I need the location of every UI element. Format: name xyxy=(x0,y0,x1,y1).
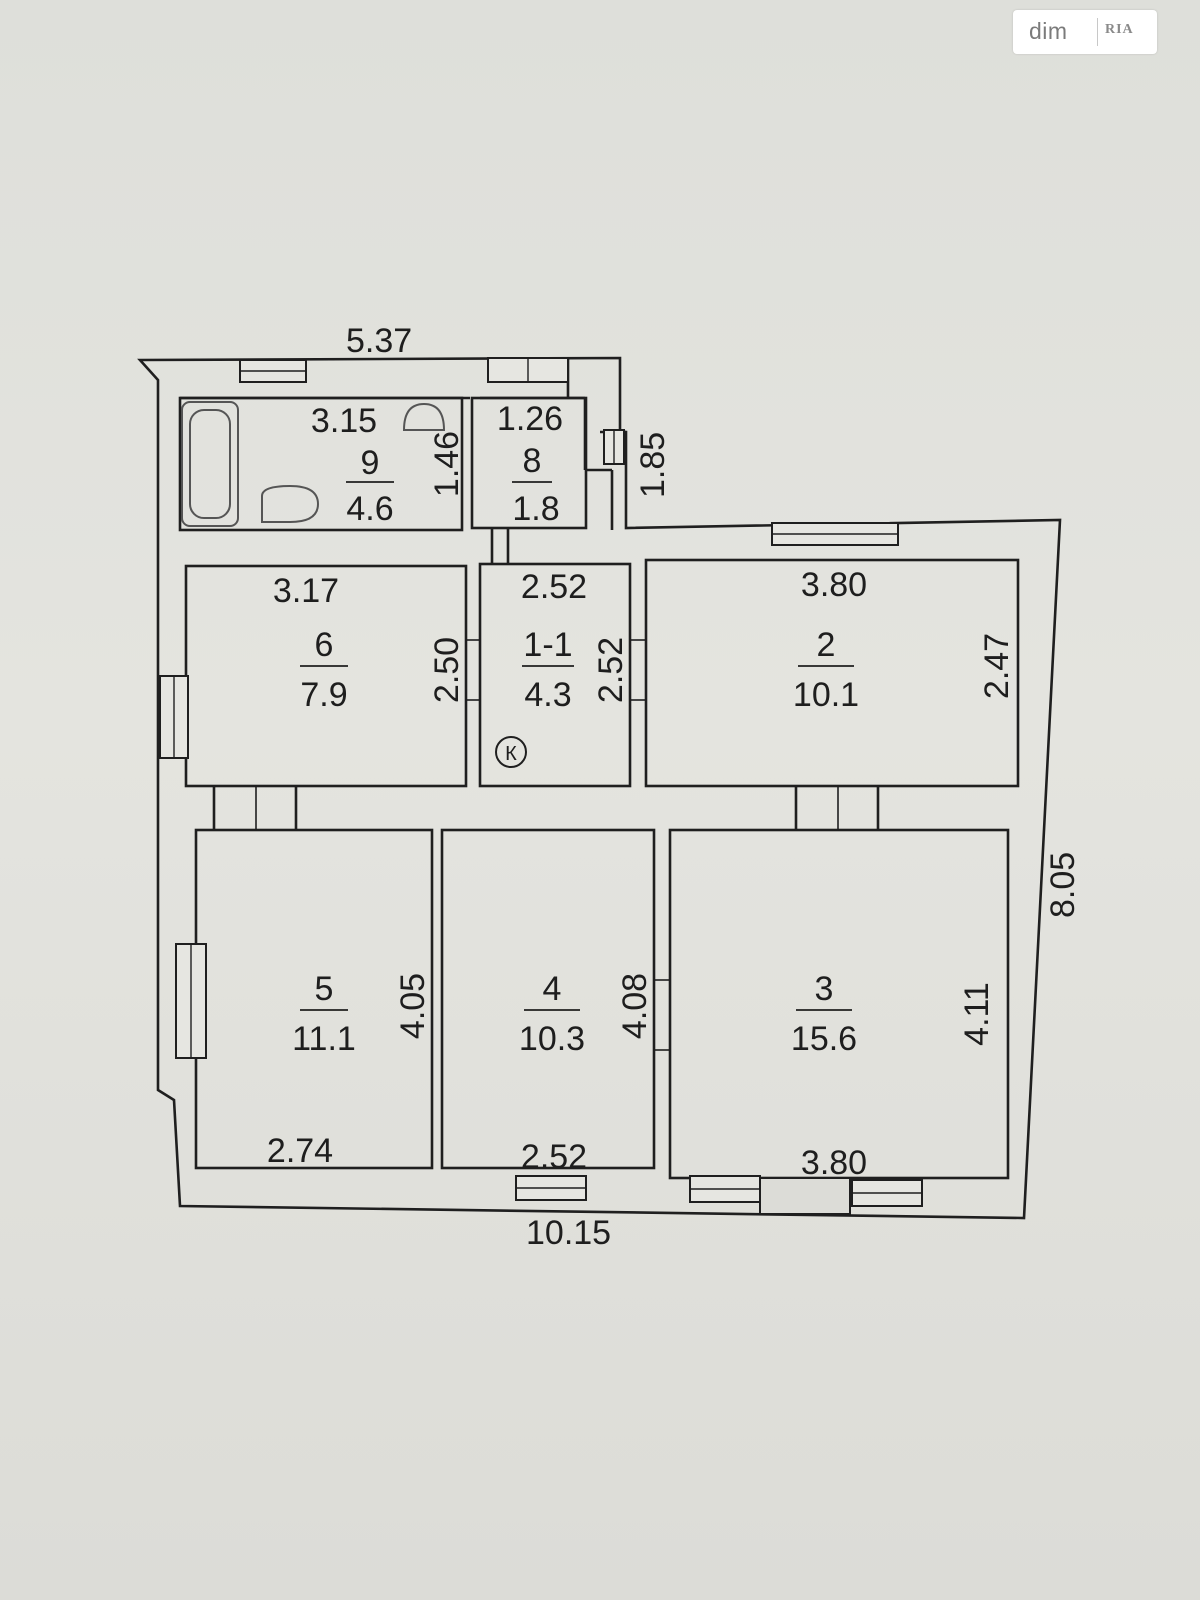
room-8-area: 1.8 xyxy=(512,490,559,528)
bottom-wall-pier xyxy=(759,1177,851,1215)
watermark-ria-logo: RIA xyxy=(1105,22,1134,37)
room-3-width: 3.80 xyxy=(801,1144,867,1182)
room-1-1-width: 2.52 xyxy=(521,568,587,606)
room-2-area: 10.1 xyxy=(793,676,859,714)
corridor-walls xyxy=(212,470,880,830)
room-1-1-area: 4.3 xyxy=(524,676,571,714)
room-3-id: 3 xyxy=(815,970,834,1008)
room-5-area: 11.1 xyxy=(292,1020,356,1058)
room-9-area: 4.6 xyxy=(346,490,393,528)
room-5-id: 5 xyxy=(315,970,334,1008)
room-2-width: 3.80 xyxy=(801,566,867,604)
room-9-width: 3.15 xyxy=(311,402,377,440)
room-2-outline xyxy=(644,558,1020,788)
outer-wall-outer xyxy=(137,356,1062,1220)
room-9-outline xyxy=(178,396,464,532)
dim-notch-height: 1.85 xyxy=(634,432,672,498)
room-4-outline xyxy=(440,828,656,1170)
room-4-area: 10.3 xyxy=(519,1020,585,1058)
room-3-area: 15.6 xyxy=(791,1020,857,1058)
toilet-icon xyxy=(402,402,446,431)
room-2-id: 2 xyxy=(817,626,836,664)
room-6-width: 3.17 xyxy=(273,572,339,610)
bathtub-icon xyxy=(181,401,239,527)
stove-marker-icon xyxy=(495,736,527,768)
room-2-depth: 2.47 xyxy=(978,633,1016,699)
room-8-id: 8 xyxy=(523,442,542,480)
sink-icon xyxy=(261,484,320,523)
dim-bottom-total: 10.15 xyxy=(526,1214,611,1252)
watermark-divider xyxy=(1097,18,1098,46)
room-8-outline xyxy=(470,396,588,530)
room-4-id: 4 xyxy=(543,970,562,1008)
room-1-1-id: 1-1 xyxy=(523,626,572,664)
room-6-area: 7.9 xyxy=(300,676,347,714)
watermark-logo: dim RIA xyxy=(1013,10,1157,54)
room-9-depth: 1.46 xyxy=(428,431,466,497)
stove-marker-label: К xyxy=(505,743,517,765)
room-8-width: 1.26 xyxy=(497,400,563,438)
room-6-depth: 2.50 xyxy=(428,637,466,703)
dim-right-total: 8.05 xyxy=(1044,852,1082,918)
watermark-text: dim xyxy=(1029,18,1068,44)
room-3-depth: 4.11 xyxy=(958,982,996,1046)
room-1-1-depth: 2.52 xyxy=(592,637,630,703)
room-9-id: 9 xyxy=(361,444,380,482)
dim-top-total: 5.37 xyxy=(346,322,412,360)
room-4-depth: 4.08 xyxy=(616,973,654,1039)
room-5-depth: 4.05 xyxy=(394,973,432,1039)
room-6-id: 6 xyxy=(315,626,334,664)
room-1-1-outline xyxy=(478,562,632,788)
room-5-width: 2.74 xyxy=(267,1132,333,1170)
room-4-width: 2.52 xyxy=(521,1138,587,1176)
